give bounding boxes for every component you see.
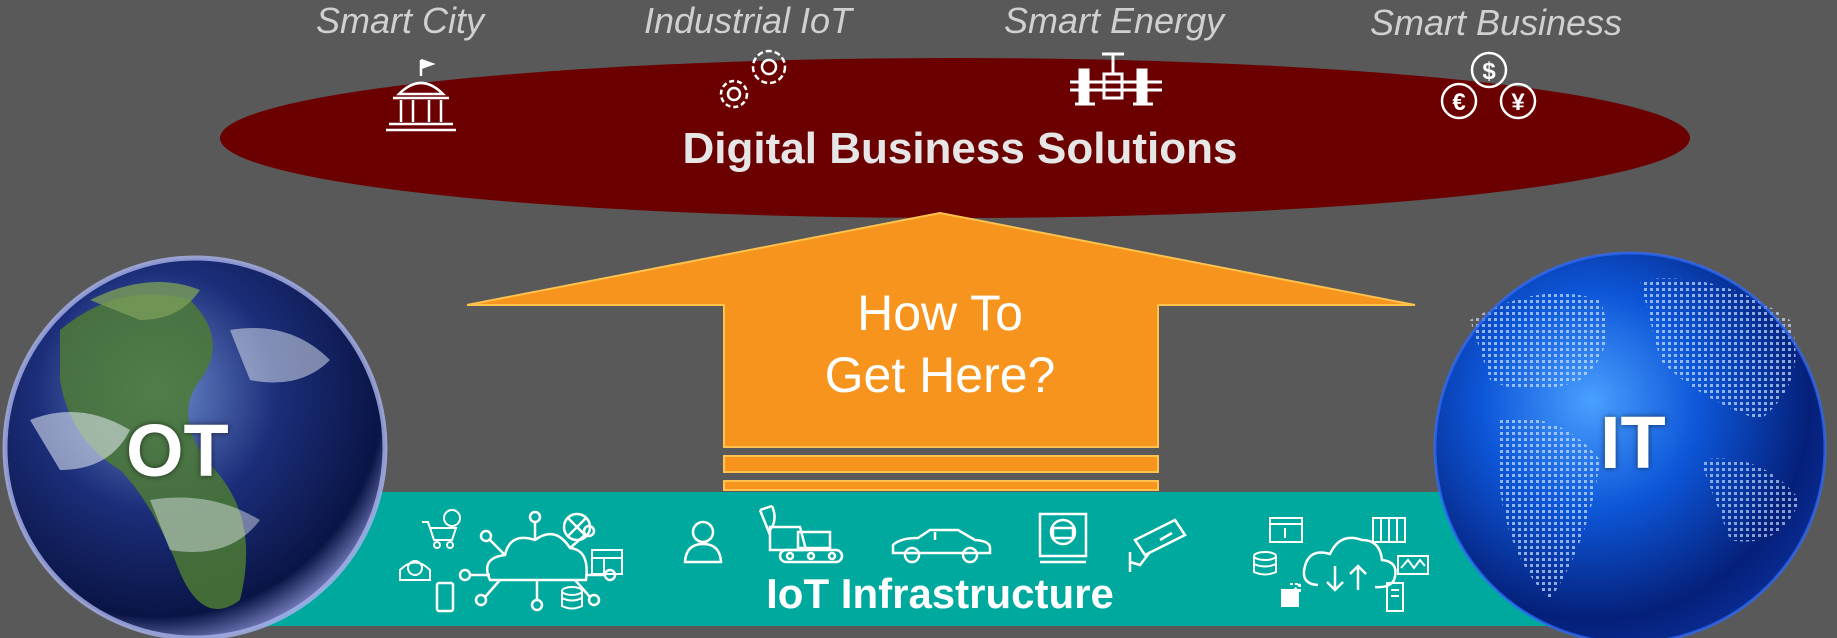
solutions-ellipse — [220, 58, 1690, 218]
analytics-chart-icon — [1397, 555, 1429, 575]
cloud-transfer-icon — [1302, 536, 1397, 592]
currency-coins-icon — [1440, 51, 1537, 120]
browser-window-icon — [1269, 517, 1303, 543]
pipeline-valve-icon — [1070, 52, 1162, 106]
arrow-stripe-2 — [723, 480, 1159, 491]
dollar-symbol: $ — [1482, 58, 1496, 85]
infrastructure-title: IoT Infrastructure — [766, 570, 1114, 617]
tools-icon — [562, 512, 592, 542]
cloud-network-icon — [458, 510, 617, 612]
category-smart-business: Smart Business — [1369, 2, 1623, 43]
excavator-icon — [758, 504, 844, 564]
ot-label: OT — [126, 409, 229, 492]
government-building-icon — [386, 58, 456, 132]
vending-machine-icon — [591, 549, 623, 575]
shopping-cart-icon — [422, 509, 461, 549]
server-tower-icon — [1386, 582, 1404, 612]
car-icon — [891, 528, 992, 564]
arrow-line-1: How To — [857, 285, 1023, 341]
arrow-stripe-1 — [723, 455, 1159, 473]
euro-symbol: € — [1452, 89, 1465, 116]
category-industrial-iot: Industrial IoT — [643, 0, 853, 41]
medical-scanner-icon — [1038, 512, 1088, 564]
car-front-icon — [399, 560, 431, 581]
smartphone-icon — [435, 581, 455, 613]
category-smart-energy: Smart Energy — [1003, 0, 1225, 41]
storage-database-icon — [1253, 551, 1277, 576]
database-icon — [561, 586, 583, 610]
up-arrow — [466, 211, 1416, 448]
category-smart-city: Smart City — [315, 0, 485, 41]
security-camera-icon — [1128, 518, 1187, 572]
earth-globe — [2, 255, 388, 638]
arrow-question: How To Get Here? — [825, 282, 1056, 406]
scale-expand-icon — [1281, 583, 1301, 607]
it-label: IT — [1600, 401, 1666, 484]
yen-symbol: ¥ — [1511, 89, 1525, 116]
digital-globe — [1433, 251, 1827, 638]
arrow-line-2: Get Here? — [824, 347, 1056, 403]
solutions-title: Digital Business Solutions — [682, 124, 1238, 173]
gears-icon — [719, 49, 787, 109]
server-rack-icon — [1372, 517, 1406, 543]
worker-person-icon — [683, 520, 723, 564]
